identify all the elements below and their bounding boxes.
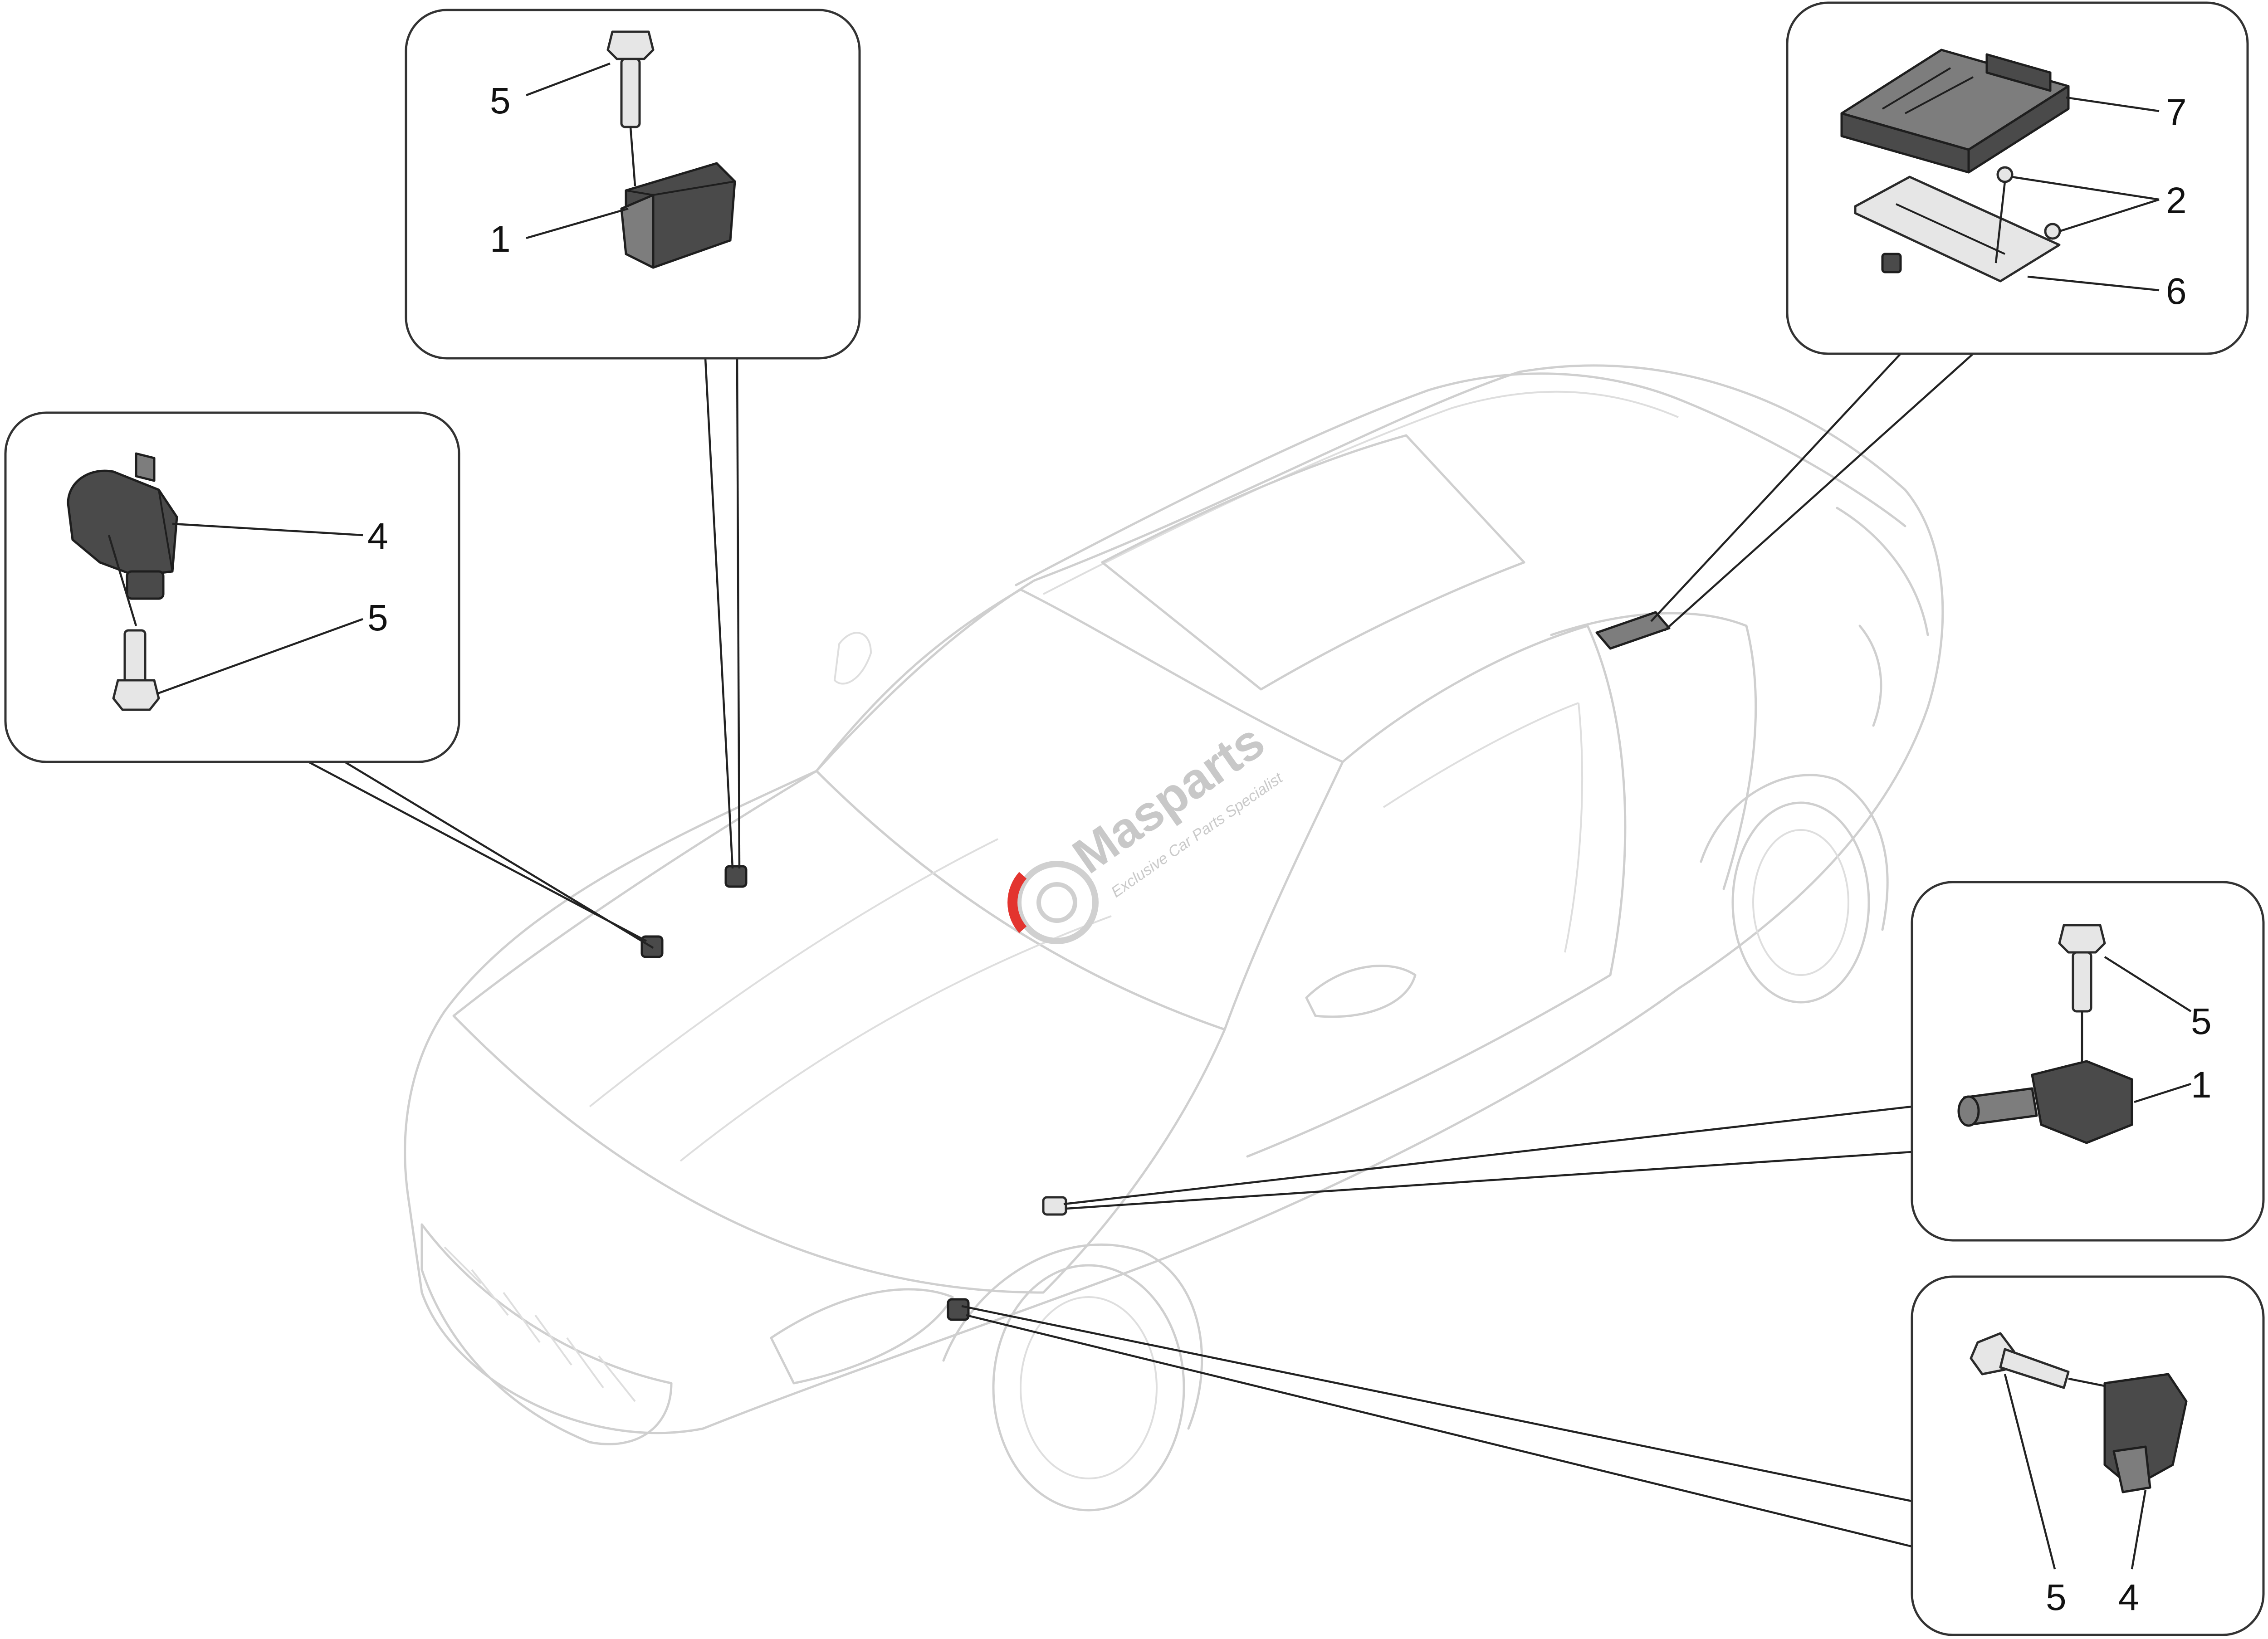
car-outline xyxy=(404,364,1944,1512)
callout-number-4: 4 xyxy=(2118,1577,2139,1618)
bolt-icon xyxy=(1970,1332,2070,1389)
callout-box-top-right: 7 2 6 xyxy=(1786,1,2249,355)
crash-sensor-icon xyxy=(2103,1373,2188,1493)
callout-number-5: 5 xyxy=(2191,1001,2212,1042)
sensor-marker-bottom-right xyxy=(947,1298,970,1321)
callout-number-5: 5 xyxy=(490,80,511,122)
brake-disc-logo-icon xyxy=(1007,861,1099,944)
callout-number-7: 7 xyxy=(2166,92,2187,133)
crash-sensor-icon xyxy=(1957,1060,2133,1144)
callout-box-right-middle: 5 1 xyxy=(1911,881,2265,1242)
on-car-part-markers xyxy=(640,611,1671,1321)
control-unit-marker xyxy=(1595,611,1671,650)
callout-number-2: 2 xyxy=(2166,180,2187,221)
box-leader-lines xyxy=(308,353,1974,1548)
crash-sensor-icon xyxy=(67,452,178,600)
sensor-marker-top-center xyxy=(724,865,748,888)
watermark: Masparts Exclusive Car Parts Specialist xyxy=(1007,713,1286,944)
crash-sensor-icon xyxy=(620,162,736,269)
callout-box-bottom-right: 5 4 xyxy=(1911,1275,2265,1636)
control-unit-icon xyxy=(1840,49,2070,174)
sensor-marker-right-middle xyxy=(1042,1196,1067,1216)
screw-icon xyxy=(2044,223,2061,240)
callout-number-5: 5 xyxy=(367,597,388,639)
callout-number-4: 4 xyxy=(367,516,388,557)
callout-number-5: 5 xyxy=(2046,1577,2067,1618)
screw-icon xyxy=(1996,166,2014,183)
bolt-icon xyxy=(112,629,160,711)
callout-number-6: 6 xyxy=(2166,271,2187,312)
callout-box-left: 4 5 xyxy=(4,411,460,763)
bolt-icon xyxy=(2058,924,2106,1013)
mounting-bracket-icon xyxy=(1854,176,2061,283)
callout-number-1: 1 xyxy=(490,219,511,260)
callout-number-1: 1 xyxy=(2191,1064,2212,1106)
callout-box-top-center: 5 1 xyxy=(405,9,861,360)
